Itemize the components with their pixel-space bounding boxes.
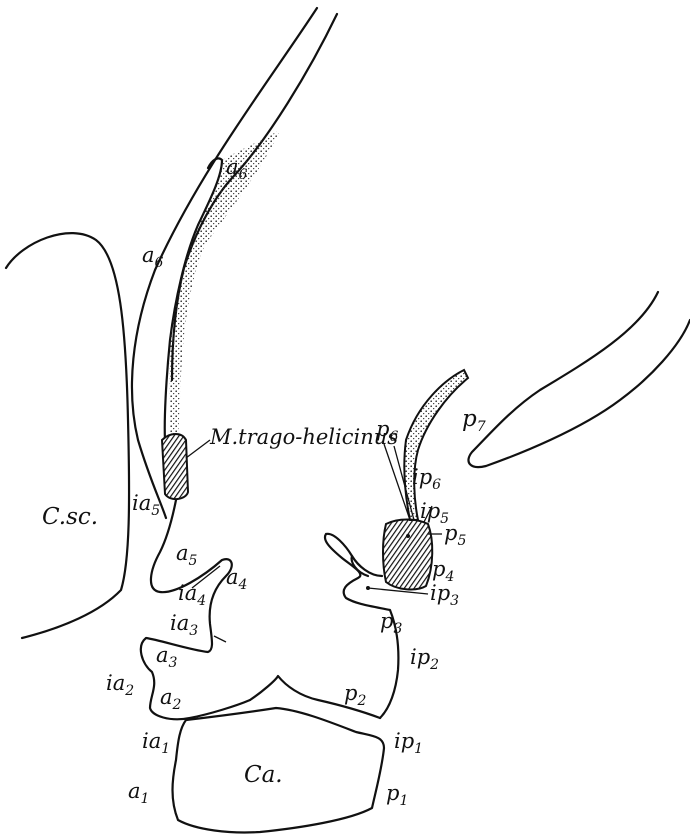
label-a6-left: a6	[142, 243, 164, 271]
label-p5: p5	[444, 521, 466, 549]
label-p7: p7	[462, 406, 486, 435]
label-ip2: ip2	[410, 645, 439, 673]
muscle-left-block	[162, 434, 188, 499]
label-a2: a2	[160, 685, 182, 713]
label-csc: C.sc.	[42, 504, 98, 530]
label-ia4: ia4	[178, 581, 206, 609]
label-ia3: ia3	[170, 611, 198, 639]
muscle-leader-left	[186, 440, 210, 458]
skin-line-upper	[172, 14, 337, 380]
ia3-arrow	[214, 636, 226, 642]
label-ip6: ip6	[412, 465, 441, 493]
label-ip1: ip1	[394, 729, 423, 757]
p6-crescent	[404, 370, 468, 520]
label-p2: p2	[344, 681, 366, 709]
label-p1: p1	[386, 781, 408, 809]
label-p6: p6	[376, 417, 398, 445]
label-a5: a5	[176, 541, 198, 569]
label-a4: a4	[226, 565, 247, 593]
ip3-dot	[366, 586, 370, 590]
label-ca: Ca.	[244, 762, 283, 788]
scapha-cartilage-outline	[6, 233, 129, 638]
label-ip3: ip3	[430, 581, 459, 609]
label-ia5: ia5	[132, 491, 160, 519]
p5-dot	[406, 534, 410, 538]
p7-cartilage	[468, 292, 690, 467]
label-p3: p3	[380, 609, 402, 637]
muscle-right-block	[383, 520, 432, 590]
label-a1: a1	[128, 779, 149, 807]
anterior-fold-contour	[141, 500, 250, 719]
label-ia2: ia2	[106, 671, 134, 699]
label-ia1: ia1	[142, 729, 170, 757]
label-a3: a3	[156, 643, 178, 671]
label-muscle: M.trago-helicinus	[209, 425, 398, 449]
